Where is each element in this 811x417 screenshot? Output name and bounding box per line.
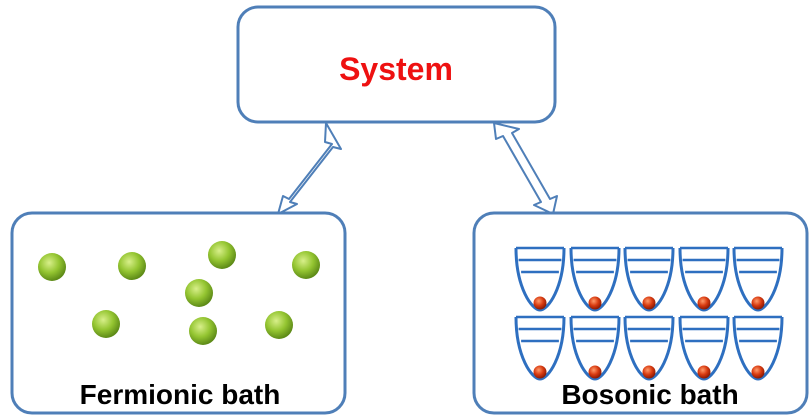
fermionic-bath-label: Fermionic bath bbox=[80, 379, 281, 410]
boson-particle-icon bbox=[697, 365, 711, 379]
boson-particle-icon bbox=[588, 296, 602, 310]
potential-well-icon bbox=[514, 246, 566, 312]
bosonic-bath-label: Bosonic bath bbox=[561, 379, 738, 410]
boson-particle-icon bbox=[751, 365, 765, 379]
boson-particle-icon bbox=[751, 296, 765, 310]
boson-particle-icon bbox=[697, 296, 711, 310]
potential-well-icon bbox=[569, 315, 621, 381]
fermion-particle-icon bbox=[92, 310, 120, 338]
potential-well-icon bbox=[514, 315, 566, 381]
fermion-particle-icon bbox=[38, 253, 66, 281]
system-box: System bbox=[236, 5, 557, 124]
bosonic-coupling-double-arrow-icon bbox=[493, 122, 558, 215]
harmonic-wells bbox=[514, 246, 784, 381]
potential-well-icon bbox=[623, 315, 675, 381]
fermion-particle-icon bbox=[118, 252, 146, 280]
potential-well-icon bbox=[678, 246, 730, 312]
fermionic-coupling-double-arrow-icon bbox=[277, 122, 342, 215]
fermion-particle-icon bbox=[265, 311, 293, 339]
potential-well-icon bbox=[569, 246, 621, 312]
potential-well-icon bbox=[678, 315, 730, 381]
fermionic-bath-box: Fermionic bath bbox=[10, 211, 347, 415]
fermion-particle-icon bbox=[185, 279, 213, 307]
fermion-particle-icon bbox=[189, 317, 217, 345]
bosonic-bath-box: Bosonic bath bbox=[472, 211, 809, 415]
system-label: System bbox=[339, 51, 453, 87]
boson-particle-icon bbox=[642, 296, 656, 310]
potential-well-icon bbox=[623, 246, 675, 312]
fermion-particle-icon bbox=[208, 241, 236, 269]
boson-particle-icon bbox=[533, 296, 547, 310]
fermion-particle-icon bbox=[292, 251, 320, 279]
boson-particle-icon bbox=[588, 365, 602, 379]
potential-well-icon bbox=[732, 246, 784, 312]
boson-particle-icon bbox=[533, 365, 547, 379]
fermion-particles bbox=[38, 241, 320, 345]
potential-well-icon bbox=[732, 315, 784, 381]
boson-particle-icon bbox=[642, 365, 656, 379]
